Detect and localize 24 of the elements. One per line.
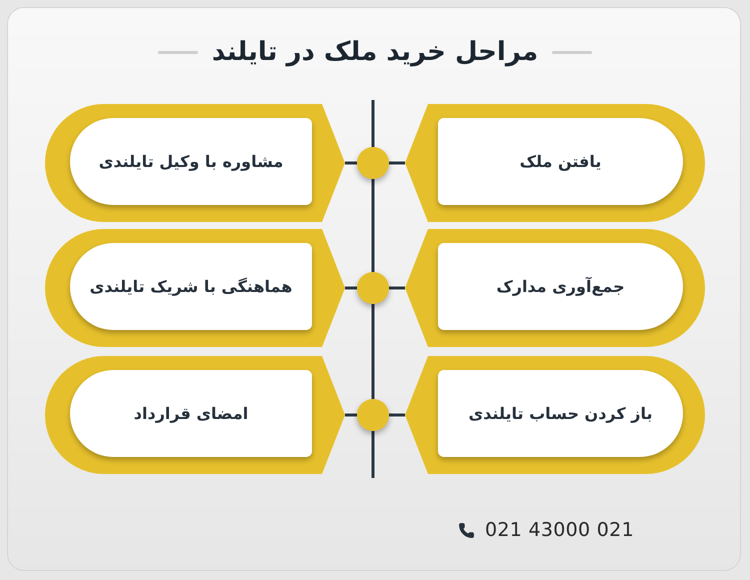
connector-line [389,286,405,290]
step-card [405,104,705,222]
connector-line [389,162,405,164]
step-card [45,229,345,347]
step-label: یافتن ملک [520,150,602,173]
connector-line [372,179,374,272]
step-label: مشاوره با وکیل تایلندی [98,150,284,173]
step-card [45,104,345,222]
connector-line [345,414,357,416]
step-card [405,229,705,347]
connector-line [372,100,374,147]
phone-number: 021 43000 021 [485,519,634,541]
step-card [405,356,705,474]
step-label: باز کردن حساب تایلندی [468,402,652,425]
connector-line [389,414,405,416]
connector-line [372,431,374,478]
diagram-title: مراحل خرید ملک در تایلند [212,36,538,69]
connector-line [345,286,357,290]
step-card [45,356,345,474]
connector-line [372,304,374,399]
step-label: جمع‌آوری مدارک [496,276,625,298]
step-label: امضای قرارداد [134,402,248,425]
step-label: هماهنگی با شریک تایلندی [90,276,292,298]
connector-line [345,162,357,164]
